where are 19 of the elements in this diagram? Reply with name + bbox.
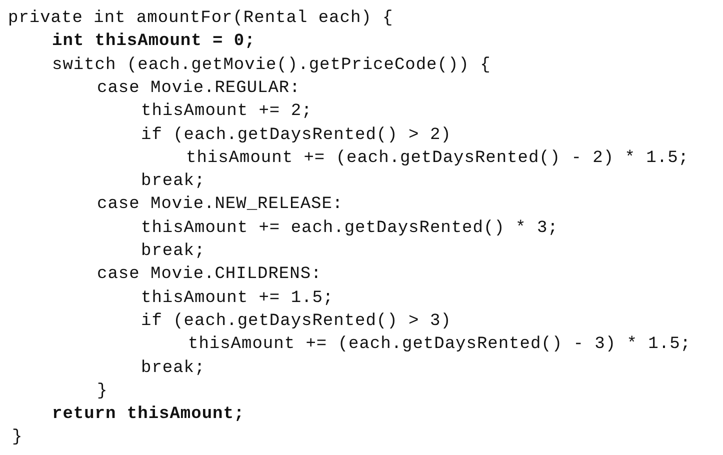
code-line: } — [97, 382, 108, 402]
code-line: thisAmount += 2; — [141, 102, 312, 122]
code-line: case Movie.NEW_RELEASE: — [97, 195, 344, 216]
code-line: case Movie.CHILDRENS: — [97, 265, 322, 286]
code-line: thisAmount += (each.getDaysRented() - 3) * 1.5; — [188, 335, 691, 356]
code-line: private int amountFor(Rental each) { — [8, 9, 394, 29]
code-line: } — [12, 428, 23, 448]
code-line: thisAmount += each.getDaysRented() * 3; — [141, 218, 558, 239]
code-line: if (each.getDaysRented() > 2) — [141, 126, 452, 146]
code-line: if (each.getDaysRented() > 3) — [141, 312, 452, 332]
code-line: switch (each.getMovie().getPriceCode()) { — [52, 56, 491, 76]
code-line: break; — [141, 358, 206, 378]
code-line: int thisAmount = 0; — [52, 32, 256, 52]
code-line: thisAmount += (each.getDaysRented() - 2) * 1.5; — [186, 148, 689, 169]
code-line: break; — [141, 172, 206, 192]
code-line: break; — [141, 242, 206, 262]
code-line: case Movie.REGULAR: — [97, 78, 300, 99]
code-line: thisAmount += 1.5; — [141, 288, 334, 309]
code-line: return thisAmount; — [52, 405, 245, 426]
